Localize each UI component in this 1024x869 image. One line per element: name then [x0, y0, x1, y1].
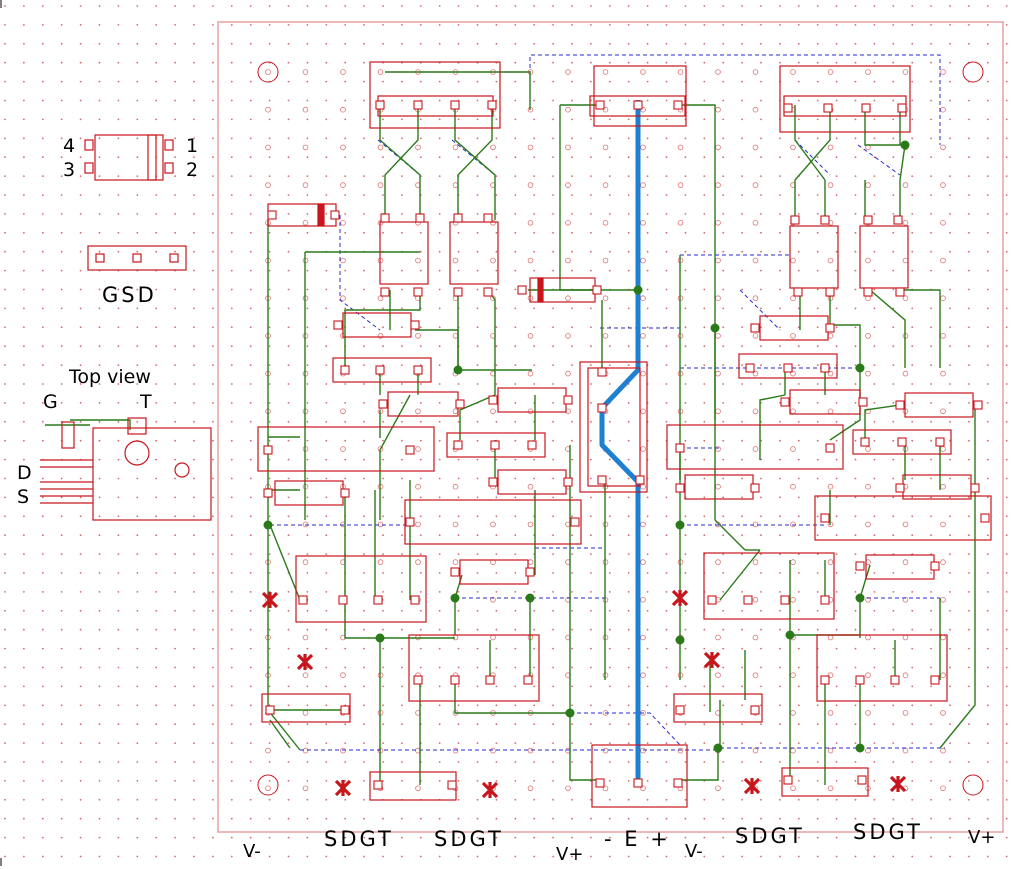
- connection-markers: [261, 589, 907, 799]
- pin-4-label: 4: [63, 135, 77, 157]
- component-outlines: [257, 61, 992, 808]
- gsd-footprint: [87, 245, 187, 271]
- gate-label: G: [43, 391, 59, 413]
- v-plus-right-label: V+: [968, 827, 996, 848]
- component-pads: [263, 100, 990, 790]
- green-traces: [45, 71, 976, 785]
- grid-dots: [4, 5, 1008, 858]
- drain-label: D: [17, 462, 33, 484]
- sdgt-label-4: SDGT: [853, 820, 923, 844]
- trace-junctions: [263, 140, 910, 753]
- sdgt-label-1: SDGT: [324, 827, 394, 851]
- pin-2-label: 2: [186, 159, 200, 181]
- v-minus-mid-label: V-: [685, 841, 703, 862]
- pin-3-label: 3: [63, 159, 77, 181]
- transistor-top-view: [40, 417, 212, 521]
- optocoupler-footprint: [84, 134, 174, 181]
- sdgt-label-3: SDGT: [735, 824, 805, 848]
- tab-label: T: [140, 391, 153, 413]
- main-bus-trace: [599, 100, 641, 785]
- sdgt-label-2: SDGT: [434, 827, 504, 851]
- e-group-label: - E +: [604, 827, 671, 851]
- source-label: S: [17, 486, 31, 508]
- pin-1-label: 1: [186, 135, 200, 157]
- mounting-holes: [257, 61, 984, 796]
- top-view-title: Top view: [69, 366, 151, 388]
- v-plus-mid-label: V+: [556, 844, 584, 865]
- v-minus-left-label: V-: [243, 841, 261, 862]
- gsd-label: GSD: [102, 283, 157, 307]
- board-outline: [217, 21, 1004, 833]
